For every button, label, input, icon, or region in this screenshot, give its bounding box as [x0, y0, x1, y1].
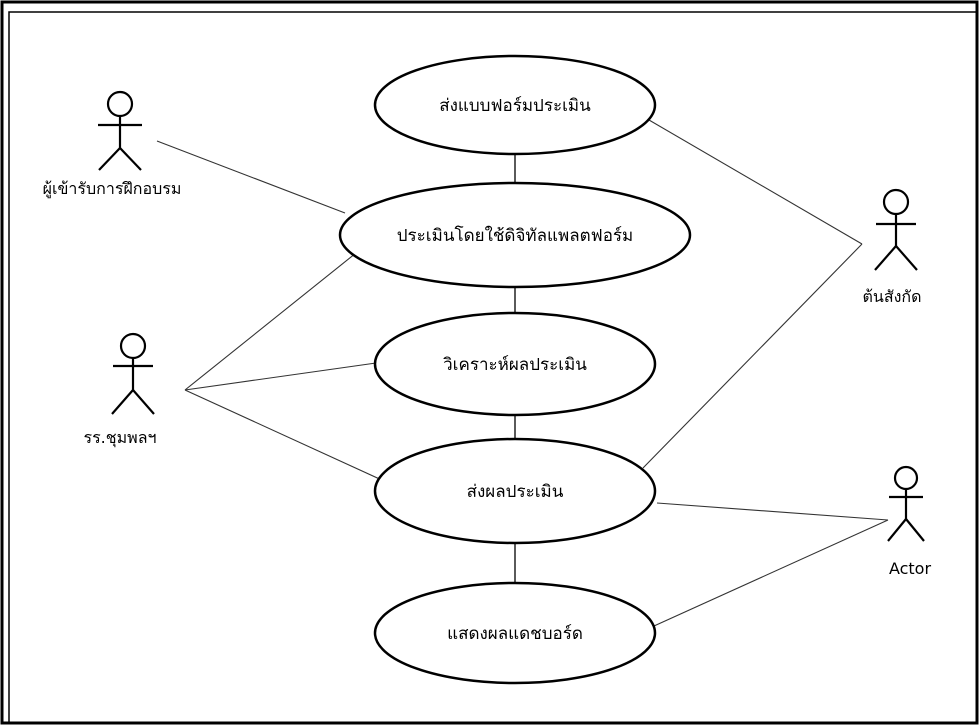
actor-label: ต้นสังกัด — [863, 287, 922, 306]
use-case-uc5[interactable]: แสดงผลแดชบอร์ด — [373, 581, 657, 685]
actor-a4[interactable]: Actor — [887, 465, 932, 578]
links-layer — [156, 119, 889, 627]
actor-a3[interactable]: ต้นสังกัด — [863, 188, 922, 306]
use-case-uc1[interactable]: ส่งแบบฟอร์มประเมิน — [373, 54, 657, 156]
stick-figure-icon — [111, 332, 155, 415]
stick-figure-icon — [887, 465, 925, 542]
actor-a2[interactable]: รร.ชุมพลฯ — [83, 332, 157, 448]
association-line-a2-uc2 — [184, 252, 357, 391]
use-case-ellipse — [373, 311, 657, 417]
actor-label: รร.ชุมพลฯ — [83, 428, 156, 448]
use-case-label: ส่งผลประเมิน — [467, 482, 564, 502]
association-line-a3-uc1 — [648, 119, 863, 245]
use-case-ellipse — [373, 54, 657, 156]
use-case-ellipse — [338, 181, 692, 289]
association-line-a4-uc5 — [653, 519, 889, 627]
use-case-ellipse — [373, 581, 657, 685]
use-case-label: ส่งแบบฟอร์มประเมิน — [439, 96, 591, 116]
use-case-ellipse — [373, 437, 657, 545]
inner-border — [8, 11, 978, 724]
use-case-label: ประเมินโดยใช้ดิจิทัลแพลตฟอร์ม — [397, 225, 634, 246]
use-case-label: แสดงผลแดชบอร์ด — [447, 624, 583, 644]
use-case-label: วิเคราะห์ผลประเมิน — [443, 355, 588, 375]
actor-a1[interactable]: ผู้เข้ารับการฝึกอบรม — [43, 90, 182, 199]
association-line-a4-uc4 — [656, 502, 889, 521]
stick-figure-icon — [874, 188, 918, 271]
stick-figure-icon — [98, 90, 142, 171]
association-line-a2-uc3 — [184, 362, 377, 391]
use-case-uc2[interactable]: ประเมินโดยใช้ดิจิทัลแพลตฟอร์ม — [338, 181, 692, 289]
association-line-a1-uc2 — [156, 140, 346, 214]
use-case-uc3[interactable]: วิเคราะห์ผลประเมิน — [373, 311, 657, 417]
use-case-uc4[interactable]: ส่งผลประเมิน — [373, 437, 657, 545]
association-line-a3-uc4 — [642, 243, 863, 469]
association-line-a2-uc4 — [184, 389, 385, 482]
actor-label: ผู้เข้ารับการฝึกอบรม — [43, 179, 182, 199]
actor-label: Actor — [889, 559, 932, 578]
